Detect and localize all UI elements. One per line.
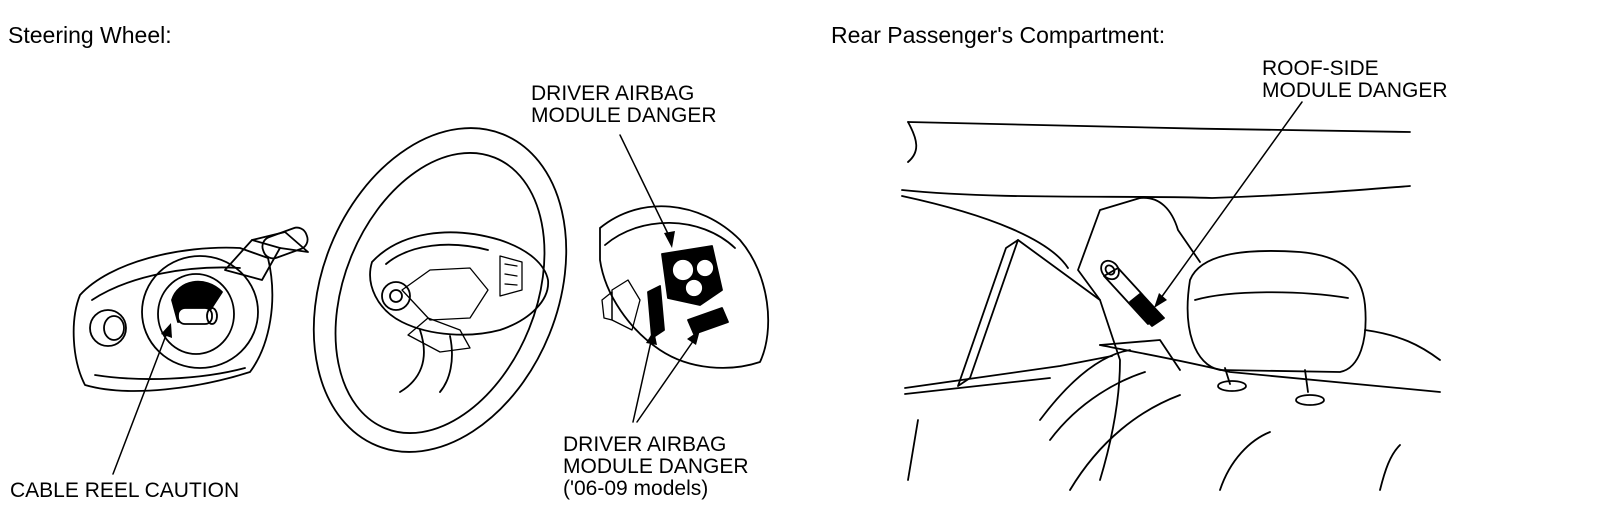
- driver-airbag-label-top: DRIVER AIRBAG MODULE DANGER: [531, 83, 717, 127]
- leader-lines: [1154, 101, 1303, 308]
- roof-side-module: [1100, 259, 1165, 327]
- steering-wheel-panel: Steering Wheel:: [8, 22, 770, 502]
- label-line: DRIVER AIRBAG: [563, 433, 727, 456]
- cable-reel-caution-label: CABLE REEL CAUTION: [10, 479, 240, 502]
- label-line: MODULE DANGER: [531, 104, 717, 127]
- steering-wheel-illustration: [72, 127, 770, 475]
- leader-lines: [112, 134, 700, 475]
- combination-switch-stalk: [224, 226, 309, 281]
- rear-compartment-illustration: [901, 101, 1441, 491]
- rear-compartment-heading: Rear Passenger's Compartment:: [831, 22, 1166, 48]
- label-line: MODULE DANGER: [1262, 79, 1448, 102]
- label-line: ('06-09 models): [563, 477, 709, 500]
- driver-airbag-label-bottom: DRIVER AIRBAG MODULE DANGER ('06-09 mode…: [563, 434, 749, 500]
- airbag-module: [599, 205, 770, 369]
- rear-seat-headrest: [1039, 250, 1441, 491]
- rear-compartment-panel: Rear Passenger's Compartment:: [800, 0, 1600, 532]
- steering-wheel-heading: Steering Wheel:: [8, 22, 172, 48]
- steering-column-housing: [72, 246, 274, 392]
- rear-pillar: [904, 197, 1201, 481]
- label-line: MODULE DANGER: [563, 455, 749, 478]
- roof-lining: [901, 121, 1411, 269]
- label-line: ROOF-SIDE: [1262, 57, 1379, 80]
- steering-wheel-rim: [312, 127, 568, 453]
- label-line: DRIVER AIRBAG: [531, 82, 695, 105]
- roof-side-module-label: ROOF-SIDE MODULE DANGER: [1262, 58, 1448, 102]
